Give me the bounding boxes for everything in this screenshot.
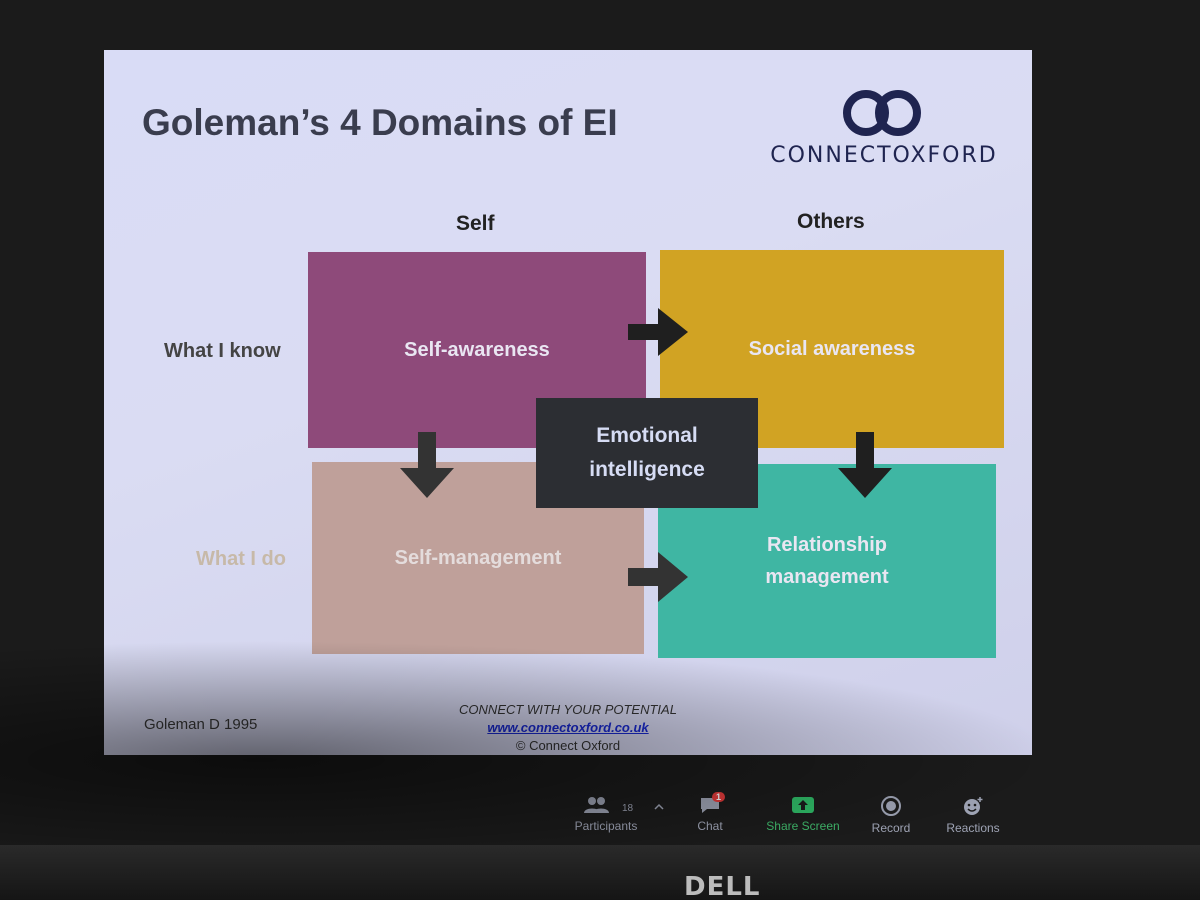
quadrant-social-awareness-label: Social awareness — [748, 338, 916, 360]
reactions-icon — [964, 797, 983, 815]
participants-count: 18 — [622, 803, 634, 814]
chat-button[interactable]: 1 Chat — [688, 792, 732, 833]
reactions-button[interactable]: Reactions — [940, 795, 1006, 835]
share-screen-icon — [792, 797, 814, 813]
emotional-intelligence-box: Emotional intelligence — [536, 398, 758, 508]
slide-title: Goleman’s 4 Domains of EI — [142, 102, 618, 143]
arrow-right-icon — [628, 552, 688, 602]
footer-copyright: © Connect Oxford — [515, 738, 621, 753]
quadrant-self-management: Self-management — [312, 462, 644, 654]
presentation-slide: Goleman’s 4 Domains of EI CONNECTOXFORD … — [104, 50, 1032, 755]
row-heading-what-i-know: What I know — [164, 340, 281, 362]
arrow-right-icon — [628, 308, 688, 356]
record-button[interactable]: Record — [866, 795, 916, 835]
record-icon — [881, 796, 901, 816]
logo-rings-icon — [843, 90, 921, 136]
citation: Goleman D 1995 — [144, 716, 258, 733]
arrow-down-icon — [400, 432, 454, 498]
meeting-toolbar: 18 Participants 1 Chat Share Screen — [540, 792, 1040, 850]
participants-button[interactable]: 18 Participants — [570, 795, 642, 833]
logo-text: CONNECTOXFORD — [770, 143, 998, 168]
column-heading-others: Others — [797, 210, 865, 233]
chat-label: Chat — [697, 819, 723, 833]
quadrant-self-awareness-label: Self-awareness — [404, 339, 550, 361]
share-screen-button[interactable]: Share Screen — [758, 795, 848, 833]
arrow-down-icon — [838, 432, 892, 498]
quadrant-relationship-management-label: Relationship management — [765, 534, 889, 588]
record-label: Record — [871, 821, 911, 835]
share-screen-label: Share Screen — [766, 819, 840, 833]
emotional-intelligence-label: Emotional intelligence — [589, 424, 705, 481]
chat-badge: 1 — [712, 792, 726, 802]
connect-oxford-logo: CONNECTOXFORD — [754, 88, 1014, 168]
column-heading-self: Self — [456, 212, 495, 235]
reactions-label: Reactions — [946, 821, 1000, 835]
monitor-brand-logo: DELL — [684, 872, 761, 900]
footer-tagline: CONNECT WITH YOUR POTENTIAL — [459, 702, 677, 717]
chevron-up-icon[interactable] — [654, 803, 664, 811]
monitor-screen: Goleman’s 4 Domains of EI CONNECTOXFORD … — [0, 0, 1200, 845]
quadrant-self-management-label: Self-management — [394, 547, 562, 569]
monitor-stand — [0, 845, 1200, 900]
participants-label: Participants — [574, 819, 638, 833]
row-heading-what-i-do: What I do — [196, 548, 286, 570]
